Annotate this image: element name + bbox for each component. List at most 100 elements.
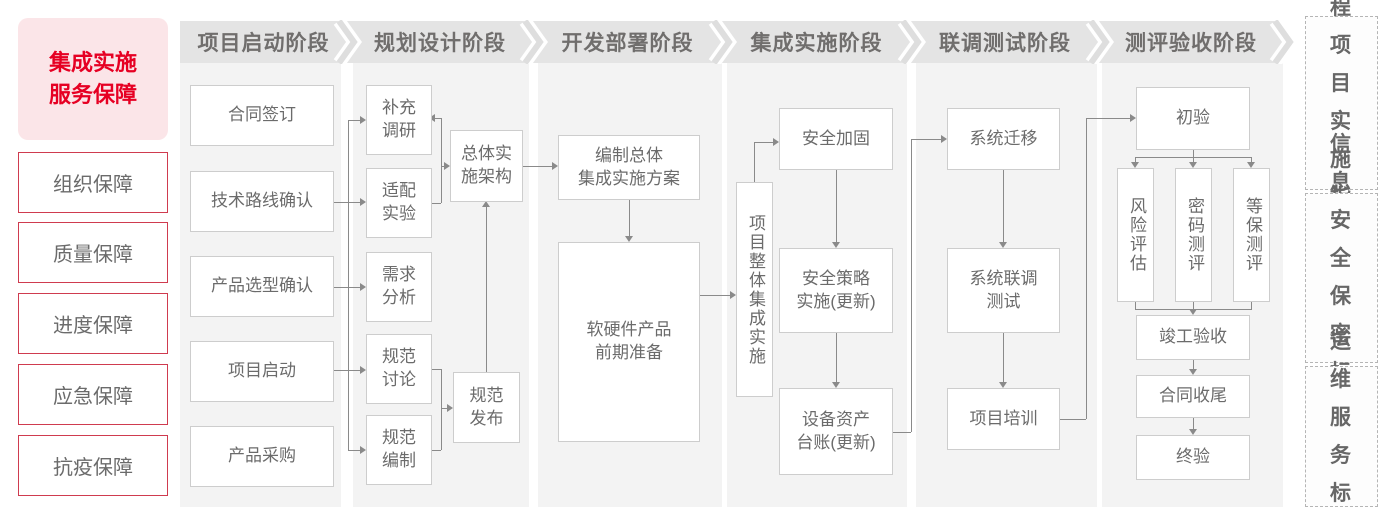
chevron-separator-icon	[897, 20, 926, 64]
connector-arrow	[1130, 114, 1136, 122]
node-spec-release: 规范 发布	[453, 372, 520, 443]
legend-item-organization: 组织保障	[18, 152, 168, 213]
connector-arrow	[625, 236, 633, 242]
node-project-kickoff: 项目启动	[190, 341, 334, 402]
connector-line	[334, 202, 360, 203]
connector-line	[1193, 157, 1194, 162]
phase-header-label: 联调测试阶段	[939, 32, 1071, 55]
connector-arrow	[832, 382, 840, 388]
connector-arrow	[1189, 162, 1197, 168]
connector-line	[754, 142, 755, 182]
legend-item-schedule: 进度保障	[18, 293, 168, 354]
node-classified-protection-evaluation: 等保测评	[1233, 168, 1270, 302]
node-tech-route-confirm: 技术路线确认	[190, 171, 334, 232]
node-initial-acceptance: 初验	[1136, 87, 1250, 150]
phase-header-label: 项目启动阶段	[197, 32, 330, 55]
connector-arrow	[360, 116, 366, 124]
connector-line	[435, 118, 441, 119]
connector-line	[1135, 157, 1136, 162]
connector-line	[1086, 118, 1087, 419]
connector-line	[1060, 419, 1086, 420]
connector-arrow	[730, 291, 736, 299]
connector-arrow	[1189, 369, 1197, 375]
connector-line	[700, 295, 730, 296]
chevron-separator-icon	[1269, 20, 1298, 64]
connector-line	[334, 287, 360, 288]
standard-project-implementation-guide: 工程 项目 实施 指引	[1305, 0, 1378, 247]
connector-arrow	[447, 404, 453, 412]
connector-arrow	[1247, 162, 1255, 168]
connector-line	[348, 120, 349, 450]
chevron-separator-icon	[708, 20, 737, 64]
node-security-policy-implementation: 安全策略 实施(更新)	[779, 248, 893, 333]
phase-header-5: 联调测试阶段	[911, 21, 1099, 63]
phase-header-2: 规划设计阶段	[347, 21, 533, 63]
connector-line	[1003, 333, 1004, 382]
phase-header-label: 测评验收阶段	[1125, 32, 1257, 55]
node-requirement-analysis: 需求 分析	[366, 252, 432, 322]
connector-line	[1193, 360, 1194, 369]
connector-line	[836, 170, 837, 242]
node-project-training: 项目培训	[947, 388, 1060, 450]
node-product-selection-confirm: 产品选型确认	[190, 256, 334, 317]
connector-arrow	[1189, 309, 1197, 315]
standard-operation-service: 运维 服务 标准	[1305, 330, 1378, 507]
node-risk-assessment: 风险评估	[1117, 168, 1154, 302]
connector-line	[432, 203, 441, 204]
connector-line	[1251, 157, 1252, 162]
node-hw-sw-preparation: 软硬件产品 前期准备	[558, 242, 700, 442]
node-security-hardening: 安全加固	[779, 108, 893, 170]
connector-line	[1003, 170, 1004, 242]
connector-line	[1251, 302, 1252, 309]
node-product-procurement: 产品采购	[190, 426, 334, 487]
connector-line	[441, 118, 442, 203]
legend-item-emergency: 应急保障	[18, 364, 168, 425]
legend-item-quality: 质量保障	[18, 222, 168, 283]
node-joint-debugging-test: 系统联调 测试	[947, 248, 1060, 333]
connector-arrow	[832, 242, 840, 248]
chevron-separator-icon	[1085, 20, 1114, 64]
connector-line	[911, 139, 912, 432]
connector-line	[441, 166, 445, 167]
node-final-acceptance: 终验	[1136, 435, 1250, 480]
phase-header-3: 开发部署阶段	[533, 21, 722, 63]
connector-arrow	[1189, 429, 1197, 435]
connector-line	[1086, 118, 1130, 119]
connector-arrow	[941, 135, 947, 143]
legend-title: 集成实施 服务保障	[18, 18, 168, 140]
node-adaptation-test: 适配 实验	[366, 168, 432, 238]
node-crypto-evaluation: 密码测评	[1175, 168, 1212, 302]
connector-arrow	[360, 446, 366, 454]
connector-line	[1193, 150, 1194, 157]
node-spec-discussion: 规范 讨论	[366, 334, 432, 404]
chevron-separator-icon	[519, 20, 548, 64]
connector-line	[629, 200, 630, 236]
node-supplementary-research: 补充 调研	[366, 85, 432, 155]
connector-line	[486, 207, 487, 372]
phase-header-label: 规划设计阶段	[374, 32, 506, 55]
node-spec-drafting: 规范 编制	[366, 415, 432, 485]
connector-arrow	[552, 162, 558, 170]
node-overall-implementation-architecture: 总体实 施架构	[450, 130, 523, 202]
connector-arrow	[360, 283, 366, 291]
connector-line	[1193, 418, 1194, 429]
connector-arrow	[999, 382, 1007, 388]
connector-line	[754, 142, 773, 143]
node-contract-signing: 合同签订	[190, 85, 334, 146]
connector-line	[1135, 302, 1136, 309]
legend-item-epidemic: 抗疫保障	[18, 435, 168, 496]
connector-arrow	[482, 201, 490, 207]
node-contract-closure: 合同收尾	[1136, 375, 1250, 418]
connector-line	[348, 450, 360, 451]
connector-arrow	[999, 242, 1007, 248]
connector-arrow	[1131, 162, 1139, 168]
connector-arrow	[773, 138, 779, 146]
node-completion-acceptance: 竣工验收	[1136, 315, 1250, 360]
phase-header-6: 测评验收阶段	[1099, 21, 1283, 63]
connector-line	[893, 432, 911, 433]
phase-header-1: 项目启动阶段	[180, 21, 347, 63]
connector-line	[836, 333, 837, 382]
chevron-separator-icon	[333, 20, 362, 64]
connector-line	[1193, 302, 1194, 309]
